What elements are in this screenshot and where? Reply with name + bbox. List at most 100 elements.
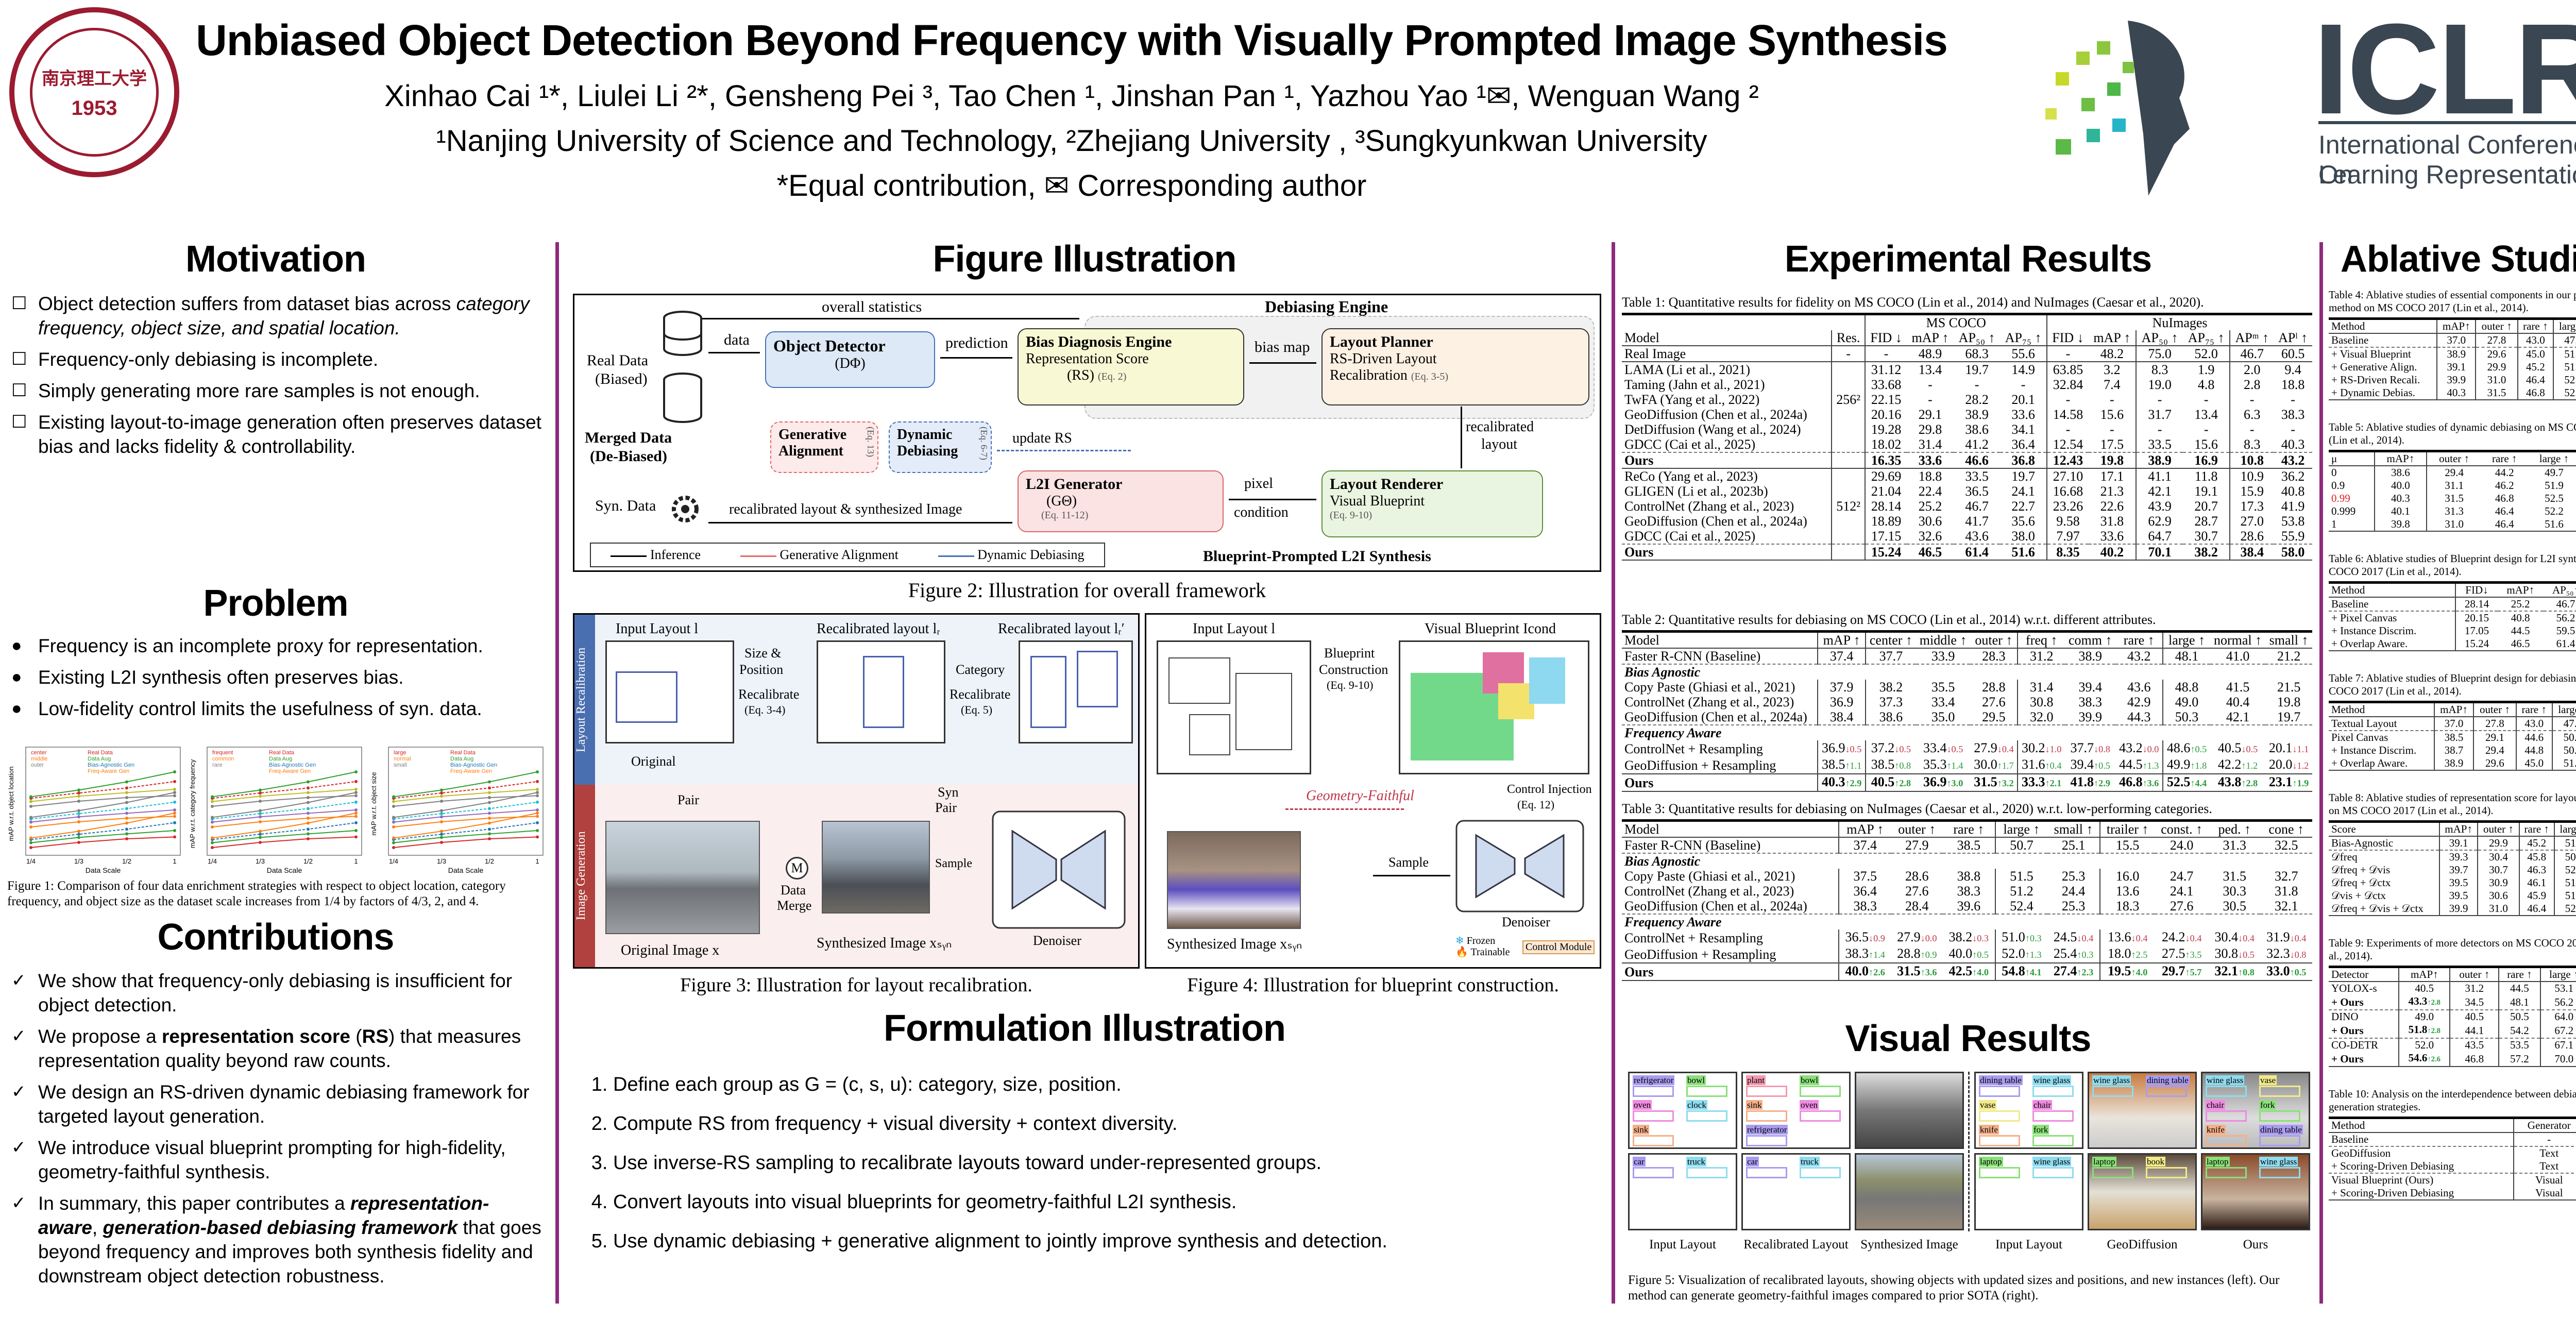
object-tag: truck [1686, 1157, 1706, 1166]
table-section-row: Frequency Aware [1622, 914, 2312, 929]
table-cell: 38.5↑1.1 [1817, 757, 1866, 774]
table-cell: 34.1 [2011, 422, 2035, 437]
table-cell: 40.0↑0.5 [1943, 946, 1995, 963]
problem-heading: Problem [203, 583, 348, 624]
cell-delta: ↑2.9 [1845, 778, 1862, 788]
cell-value: 27.5 [2162, 946, 2185, 961]
table-cell: 7.4 [2104, 377, 2121, 392]
table-cell: 27.5↑3.5 [2155, 946, 2209, 963]
object-tag: bowl [1800, 1075, 1819, 1085]
table-cell: 45.2 [2518, 836, 2554, 850]
debiasing-engine-label: Debiasing Engine [1265, 297, 1388, 316]
table-cell: Visual [2513, 1173, 2576, 1187]
table-cell: 56.2 [2543, 611, 2576, 624]
table-cell: 𝒟vis + 𝒟ctx [2331, 889, 2386, 902]
table-cell: 40.4 [2226, 695, 2250, 709]
cell-value: 27.4 [2053, 963, 2077, 978]
table-cell: 64.7 [2136, 529, 2183, 544]
table-cell: 55.6 [2011, 346, 2035, 361]
table-cell: 51.7 [2553, 889, 2576, 902]
table-cell: 52.0 [2553, 864, 2576, 876]
column-header: outer ↑ [2426, 450, 2482, 466]
ablation-tables: Table 4: Ablative studies of essential c… [2329, 289, 2576, 1221]
column-header: Method [2329, 317, 2437, 334]
motivation-bullet: ☐Frequency-only debiasing is incomplete. [11, 347, 547, 371]
table-cell: 33.0↑0.5 [2260, 962, 2312, 981]
table-cell: 38.4 [2229, 544, 2274, 561]
table-cell: 43.6 [1965, 529, 1989, 544]
table-cell: 31.5↑3.2 [1970, 773, 2018, 792]
cell-value: 43.2 [2119, 740, 2143, 755]
legend-entry: Real Data [88, 750, 113, 756]
table-cell: 46.4 [2481, 518, 2528, 532]
table-cell: 37.4 [1817, 648, 1866, 664]
table-cell: 24.2↓0.4 [2155, 929, 2209, 946]
table-cell: 40.5↑2.8 [1865, 773, 1916, 792]
data-point [307, 832, 310, 836]
table-cell: 53.1 [2539, 982, 2576, 995]
table-cell: 19.7 [1954, 361, 2001, 377]
cell-value: 33.4 [1923, 740, 1947, 755]
series-line [393, 781, 538, 799]
table-cell: 27.6 [1982, 695, 2006, 709]
table-cell: - [2046, 346, 2089, 362]
cell-value: 48.6 [2166, 740, 2191, 755]
synthesized-image [822, 821, 930, 914]
cell-value: 38.5 [1871, 757, 1895, 772]
x-tick-label: 1/3 [256, 857, 265, 865]
table-cell: 51.6 [2000, 544, 2047, 561]
data-point [259, 840, 262, 844]
data-point [211, 820, 214, 824]
table-cell: - [2136, 422, 2183, 437]
cell-delta: ↓0.5 [2238, 950, 2255, 960]
visual-result-panel [1855, 1153, 1964, 1230]
cell-delta: ↓0.5 [2241, 744, 2258, 754]
table-cell: 36.9 [1817, 695, 1866, 709]
table-cell: + Overlap Aware. [2329, 637, 2456, 651]
cell-value: 30.8 [2214, 946, 2239, 961]
formulation-step: Use dynamic debiasing + generative align… [613, 1228, 1602, 1254]
data-point [125, 827, 128, 831]
column-header: FID ↓ [1865, 330, 1907, 346]
table-cell [1831, 407, 1866, 422]
data-point [211, 825, 214, 828]
table-cell: 256² [1831, 392, 1866, 407]
table-row: Visual Blueprint (Ours)Visual38.9 [2329, 1173, 2576, 1187]
table-cell: 46.8 [2495, 492, 2514, 504]
table-cell: 38.5 [1957, 838, 1981, 853]
column-header: AP₇₅ ↑ [2183, 330, 2230, 346]
table-cell: + Ours [2331, 995, 2364, 1008]
band-image-generation: Image Generation [574, 785, 595, 967]
table-cell: 46.1 [2518, 876, 2554, 889]
bounding-box [2032, 1110, 2074, 1122]
data-point [211, 800, 214, 803]
y-axis-label: mAP w.r.t. category frequency [189, 759, 196, 848]
formulation-heading: Formulation Illustration [884, 1008, 1286, 1049]
table-cell: 19.5↑4.0 [2099, 962, 2155, 981]
table-cell: 70.0 [2539, 1052, 2576, 1067]
column-group-header [1622, 313, 1866, 330]
table-cell: 51.8↑2.8 [2398, 1023, 2450, 1038]
cell-value: 30.4 [2214, 929, 2239, 944]
bounding-box [1979, 1110, 2020, 1122]
table-cell: 31.2 [2017, 648, 2065, 664]
column-header: rare ↑ [1943, 819, 1995, 838]
cell-delta: ↑0.3 [2077, 950, 2094, 960]
data-point [259, 799, 262, 803]
column-header: FID↓ [2455, 581, 2498, 598]
table-cell: + Pixel Canvas [2329, 611, 2456, 624]
bounding-box [1633, 1086, 1674, 1097]
data-point [125, 832, 128, 836]
bounding-box [1800, 1167, 1841, 1178]
table-cell: 46.7 [2556, 598, 2575, 610]
debiased-label: (De-Biased) [590, 448, 667, 465]
cell-delta: ↑2.1 [2045, 778, 2062, 788]
bounding-box [1686, 1167, 1727, 1178]
table-cell: 51.3 [2553, 836, 2576, 850]
series-line [212, 816, 357, 827]
